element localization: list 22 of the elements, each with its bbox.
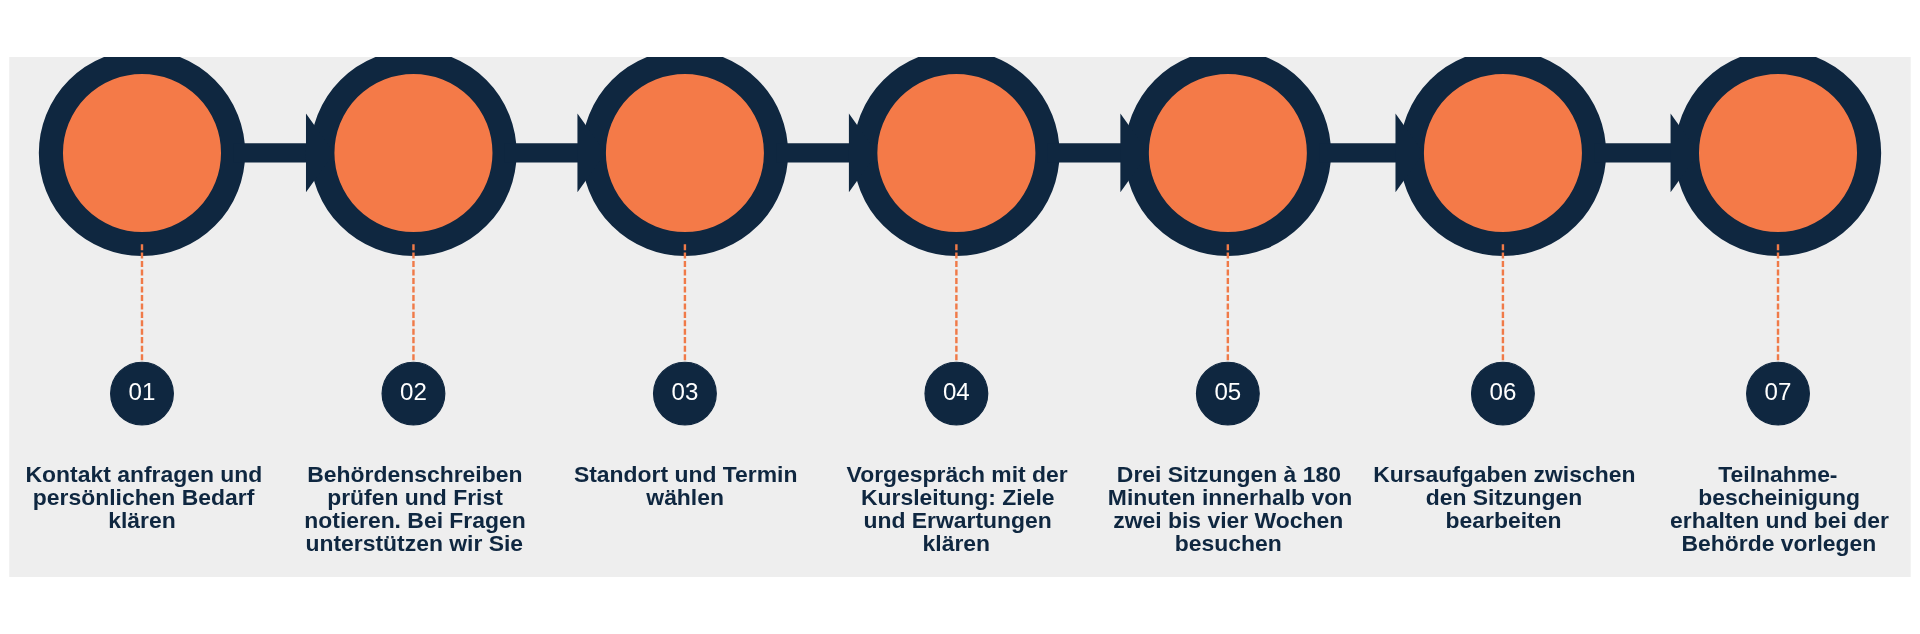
node-circle: 01	[110, 361, 174, 426]
node-circle: 05	[1195, 361, 1260, 426]
connector	[140, 244, 144, 363]
node-label: Teilnahme- bescheinigung erhalten und bei der Behörde vorlegen	[1670, 460, 1889, 556]
connector	[1226, 244, 1230, 363]
connector	[955, 244, 958, 363]
node-circle: 06	[1470, 361, 1535, 426]
node-label: Kursaufgaben zwischen den Sitzungen bearbeiten	[1373, 460, 1636, 533]
node-label: Behördenschreiben prüfen und Frist notieren. Bei Fragen unterstützen wir Sie	[304, 460, 526, 556]
connector	[683, 244, 687, 363]
node-circle	[38, 57, 246, 257]
connector	[1776, 244, 1780, 363]
node-label: Drei Sitzungen à 180 Minuten innerhalb von zwei bis vier Wochen besuchen	[1107, 460, 1353, 556]
connector	[1501, 244, 1505, 363]
node-circle: 03	[652, 361, 717, 426]
node-circle: 07	[1746, 361, 1810, 426]
connector	[412, 244, 415, 363]
node-label: Vorgespräch mit der Kursleitung: Ziele und Erwartungen klären	[846, 460, 1068, 556]
node-label: Standort und Termin wählen	[573, 460, 798, 510]
node-label: Kontakt anfragen und persönlichen Bedarf klären	[25, 460, 263, 533]
node-circle: 02	[381, 361, 446, 426]
node-circle: 04	[924, 361, 989, 426]
